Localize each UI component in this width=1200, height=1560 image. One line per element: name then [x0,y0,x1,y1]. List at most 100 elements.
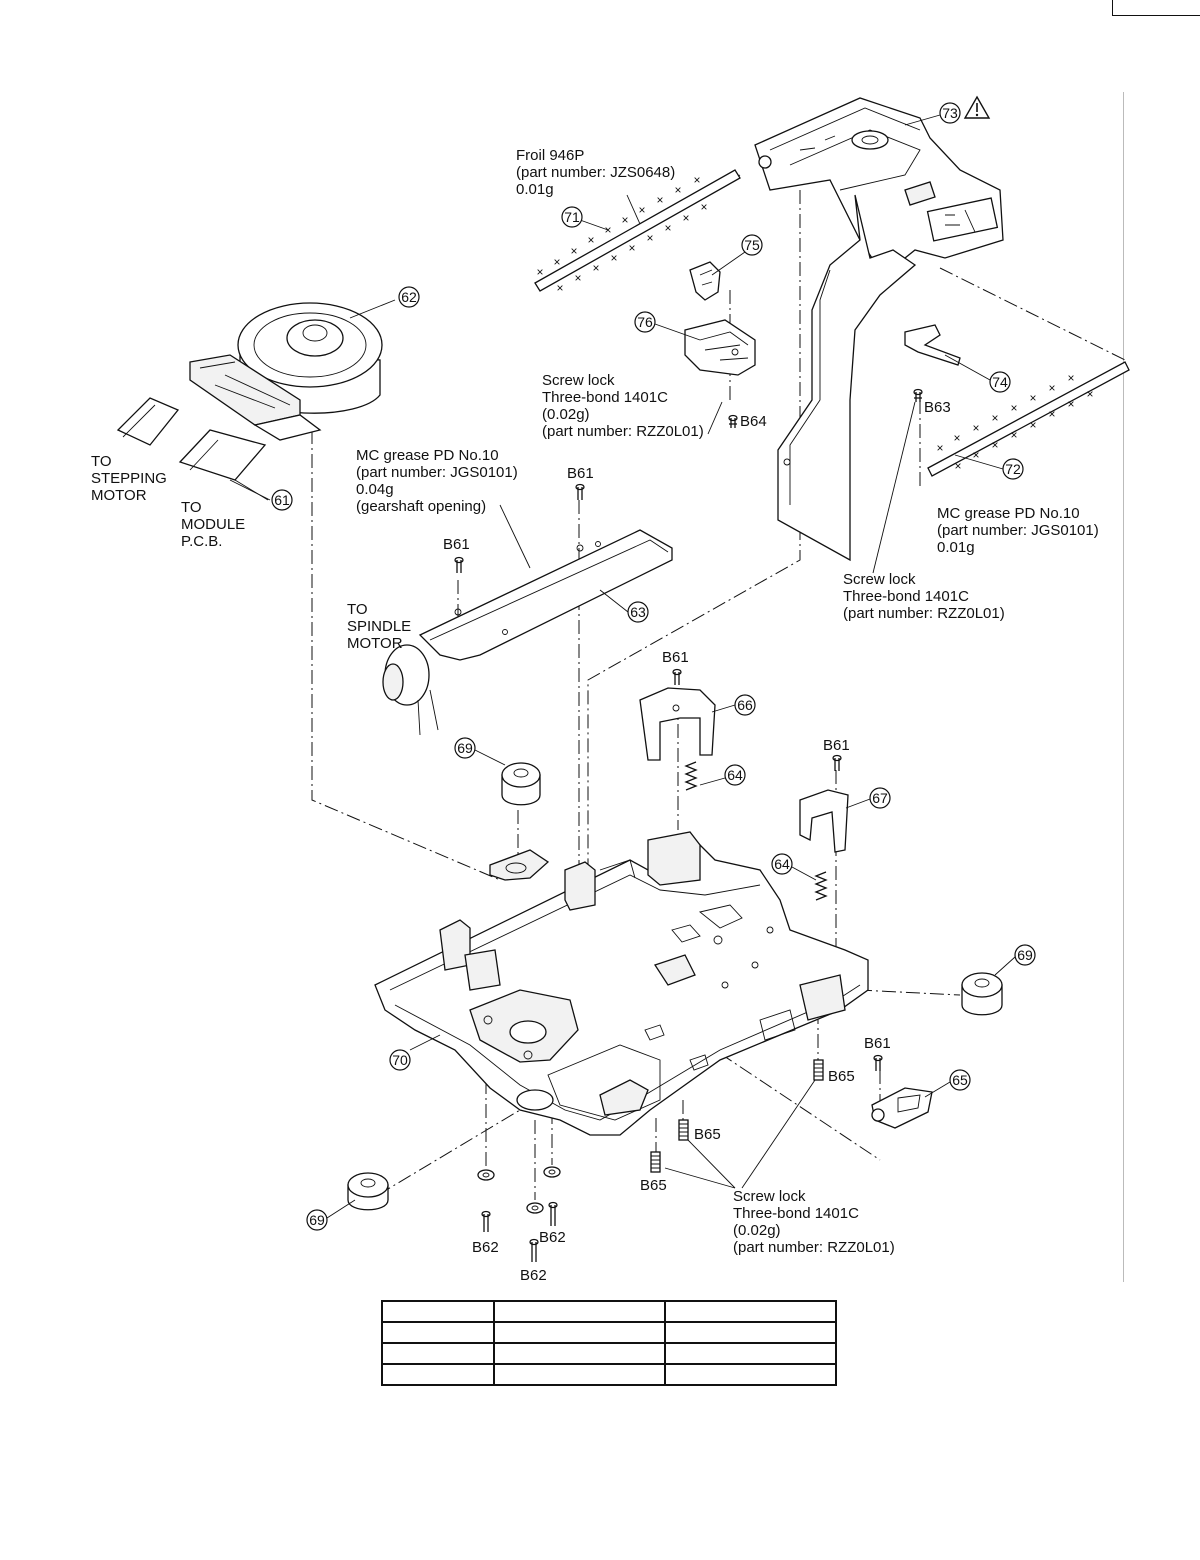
svg-text:×: × [621,213,628,227]
svg-text:(gearshaft opening): (gearshaft opening) [356,498,486,515]
svg-text:73: 73 [942,105,958,121]
svg-text:69: 69 [457,740,473,756]
svg-text:Three-bond 1401C: Three-bond 1401C [542,389,668,406]
svg-text:Three-bond 1401C: Three-bond 1401C [843,588,969,605]
damper-69b [961,972,1003,1016]
shaft-72: ××× ××× ×× ××× ××× ×× [927,361,1130,477]
feed-bracket-63 [382,529,673,736]
svg-text:Screw lock: Screw lock [733,1188,806,1205]
rack-76 [684,319,756,376]
callout-74: 74 [989,371,1011,393]
svg-text:×: × [1048,407,1055,421]
note-mc-grease-63: MC grease PD No.10 (part number: JGS0101… [356,447,518,515]
svg-text:TO: TO [347,601,368,618]
table-cell [493,1363,666,1386]
screw-b65-right [813,1059,824,1081]
note-froil: Froil 946P (part number: JZS0648) 0.01g [516,147,675,198]
callout-70: 70 [389,1049,411,1071]
svg-text:×: × [972,448,979,462]
svg-text:TO: TO [91,453,112,470]
svg-text:67: 67 [872,790,888,806]
screw-b62-left [481,1210,491,1232]
grease-marks-72: ××× ××× ×× ××× ××× ×× [936,371,1093,473]
table-cell [664,1363,837,1386]
svg-text:(part number: RZZ0L01): (part number: RZZ0L01) [733,1239,895,1256]
screw-b61-mid [672,668,682,685]
screw-b64 [728,414,738,428]
svg-text:0.04g: 0.04g [356,481,394,498]
leader-lines [229,114,1016,1219]
svg-text:(0.02g): (0.02g) [733,1222,781,1239]
callout-65: 65 [949,1069,971,1091]
table-cell [381,1342,495,1365]
svg-text:×: × [553,255,560,269]
svg-text:62: 62 [401,289,417,305]
svg-text:×: × [954,459,961,473]
table-cell [493,1342,666,1365]
callout-67: 67 [869,787,891,809]
svg-text:76: 76 [637,314,653,330]
callout-63: 63 [627,601,649,623]
svg-text:×: × [638,203,645,217]
table-cell [493,1300,666,1323]
svg-text:×: × [953,431,960,445]
svg-text:Screw lock: Screw lock [542,372,615,389]
callout-69-right: 69 [1014,944,1036,966]
label-b61-mid: B61 [662,649,689,666]
svg-text:(part number: RZZ0L01): (part number: RZZ0L01) [542,423,704,440]
svg-text:P.C.B.: P.C.B. [181,533,222,550]
screw-b63 [913,388,923,402]
screw-b61-top [575,483,585,500]
table-row [381,1363,837,1386]
svg-text:(part number: JZS0648): (part number: JZS0648) [516,164,675,181]
svg-text:×: × [592,261,599,275]
svg-text:×: × [1029,391,1036,405]
washer-left [477,1169,495,1181]
table-cell [664,1300,837,1323]
callout-61: 61 [271,489,293,511]
note-screw-lock-b65: Screw lock Three-bond 1401C (0.02g) (par… [733,1188,895,1256]
svg-text:×: × [682,211,689,225]
svg-text:66: 66 [737,697,753,713]
spindle-motor-62 [189,302,383,441]
spring-64b [814,871,828,901]
svg-text:74: 74 [992,374,1008,390]
svg-text:72: 72 [1005,461,1021,477]
svg-text:×: × [1029,418,1036,432]
table-cell [381,1321,495,1344]
label-b63: B63 [924,399,951,416]
svg-text:61: 61 [274,492,290,508]
svg-text:65: 65 [952,1072,968,1088]
svg-text:×: × [574,271,581,285]
svg-text:Three-bond 1401C: Three-bond 1401C [733,1205,859,1222]
note-mc-grease-72: MC grease PD No.10 (part number: JGS0101… [937,505,1099,556]
svg-text:×: × [570,244,577,258]
callout-64-upper: 64 [724,764,746,786]
callout-76: 76 [634,311,656,333]
table-row [381,1321,837,1344]
screw-b62-mid [548,1201,558,1226]
callout-73: 73 [939,102,961,124]
svg-text:(0.02g): (0.02g) [542,406,590,423]
chassis-70 [374,831,869,1136]
page-margin-rule [1123,92,1124,1282]
screws [454,388,923,1262]
svg-text:63: 63 [630,604,646,620]
note-screw-lock-76: Screw lock Three-bond 1401C (0.02g) (par… [542,372,704,440]
svg-text:×: × [674,183,681,197]
svg-text:Screw lock: Screw lock [843,571,916,588]
screw-b61-right [832,754,842,771]
label-b64: B64 [740,413,767,430]
svg-text:×: × [991,438,998,452]
svg-text:(part number: RZZ0L01): (part number: RZZ0L01) [843,605,1005,622]
screw-b62-low [529,1238,539,1262]
label-b61-left: B61 [443,536,470,553]
page-corner-box [1112,0,1200,16]
bracket-67 [799,789,849,853]
bracket-66 [639,687,716,761]
callout-66: 66 [734,694,756,716]
table-cell [381,1363,495,1386]
warning-triangle-icon [963,95,991,119]
label-b65-mid: B65 [694,1126,721,1143]
